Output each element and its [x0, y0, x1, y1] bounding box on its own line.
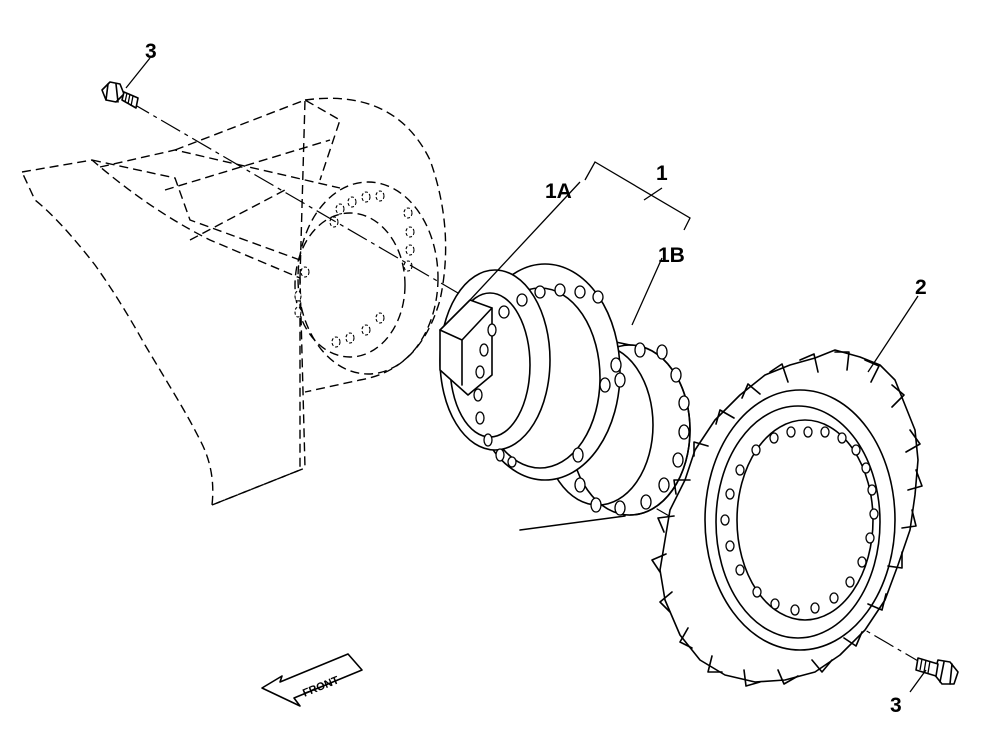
callout-motor: 1A — [545, 180, 572, 203]
bolt-bottom — [915, 657, 959, 685]
callout-bolt-top: 3 — [145, 40, 157, 63]
leader-lines — [125, 57, 927, 693]
callout-reducer: 1B — [658, 244, 685, 267]
sprocket-bolt-holes — [720, 426, 879, 616]
front-arrow: FRONT — [261, 653, 363, 707]
callout-sprocket: 2 — [915, 276, 927, 299]
bolt-top — [101, 81, 139, 109]
frame-bolt-holes — [294, 190, 415, 348]
callout-bolt-bottom: 3 — [890, 694, 902, 717]
unit-bolt-holes — [473, 283, 690, 516]
track-frame-outline — [20, 97, 447, 507]
callout-assembly: 1 — [656, 162, 668, 185]
arrow-left-icon — [261, 653, 363, 707]
sprocket — [651, 349, 923, 687]
